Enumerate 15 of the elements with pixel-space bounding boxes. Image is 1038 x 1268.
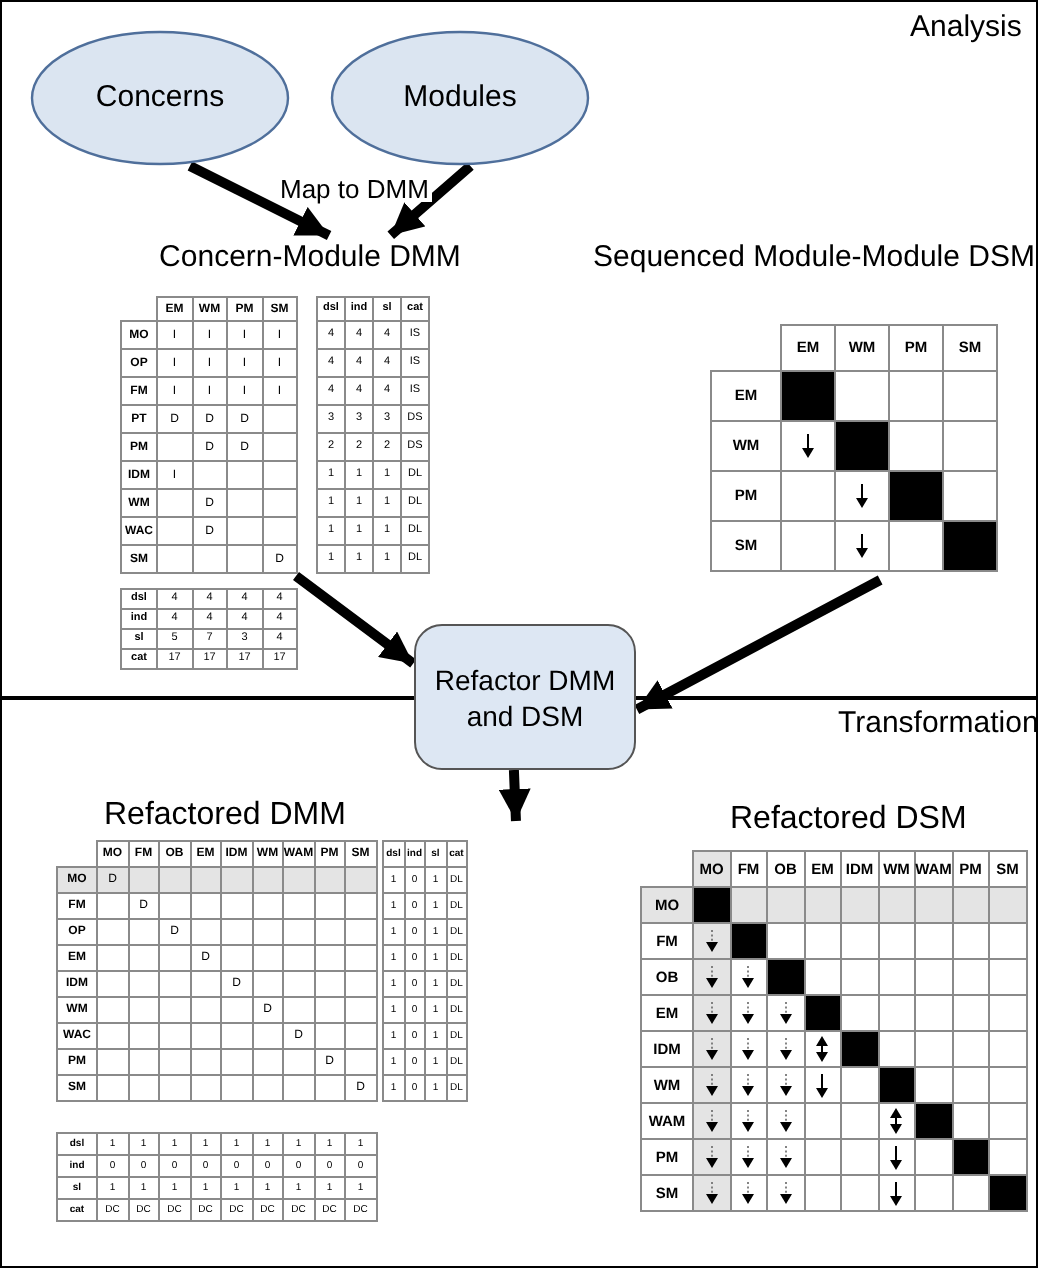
section-label: Transformation <box>838 704 1038 744</box>
node-label: Concerns <box>95 77 225 118</box>
arrow <box>634 575 886 714</box>
arrow <box>184 161 332 241</box>
arrow <box>498 765 531 822</box>
edge-label: Map to DMM <box>276 176 433 202</box>
node-label: Modules <box>403 77 517 118</box>
matrix-title: Concern-Module DMM <box>157 238 463 278</box>
matrix-title: Sequenced Module-Module DSM <box>592 238 1036 278</box>
arrow <box>387 161 476 240</box>
section-label: Refactored DSM <box>730 800 967 840</box>
section-label: Analysis <box>910 8 1022 48</box>
section-label: Refactored DMM <box>104 796 346 836</box>
arrow <box>291 571 417 668</box>
process-box: Refactor DMM and DSM <box>414 624 636 770</box>
